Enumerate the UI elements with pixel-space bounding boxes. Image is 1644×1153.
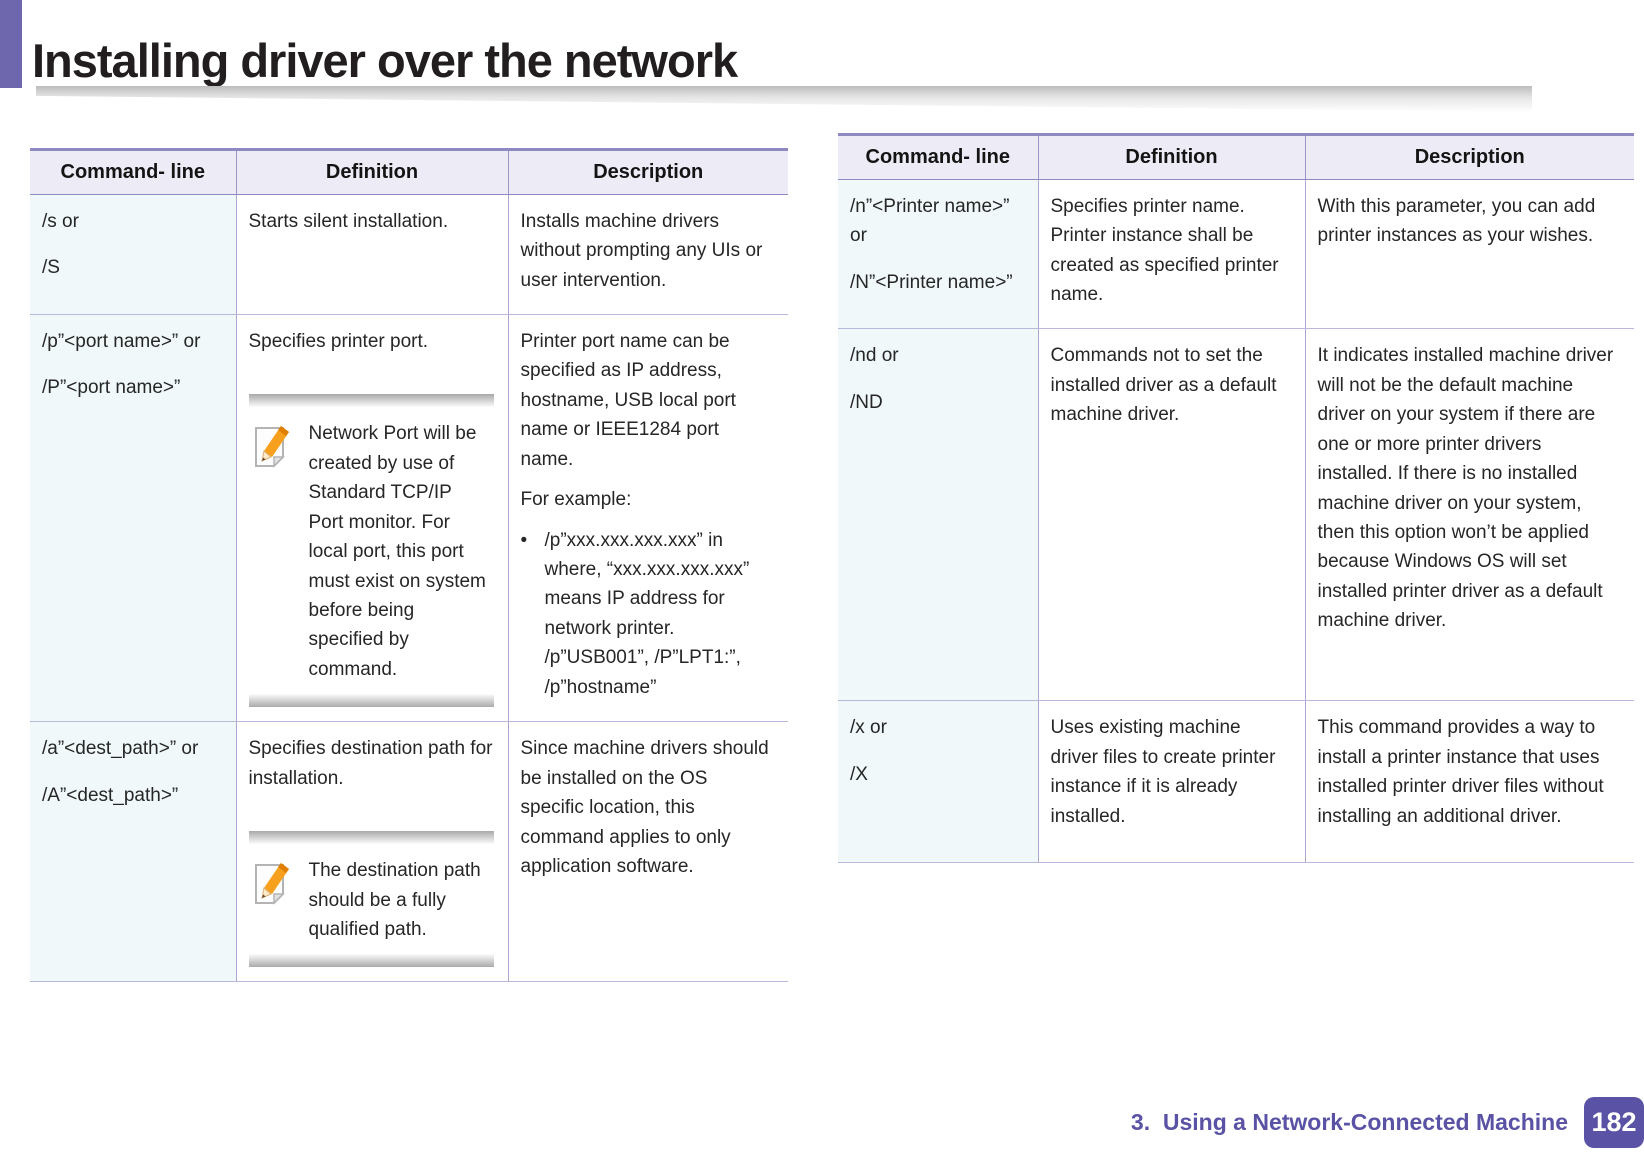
chapter-title: 3. Using a Network-Connected Machine [1130, 1109, 1568, 1135]
note-top-bar [248, 394, 494, 408]
note-icon [251, 856, 297, 944]
command-option: /s or [42, 211, 79, 232]
note-icon [251, 419, 297, 684]
title-underline-stripe [36, 86, 1532, 112]
column-header-definition: Definition [1037, 133, 1305, 180]
table-row: /p”<port name>” or /P”<port name>” Speci… [30, 314, 788, 723]
column-header-definition: Definition [235, 148, 508, 195]
table-row: /n”<Printer name>” or /N”<Printer name>”… [838, 179, 1634, 330]
table-row: /nd or /ND Commands not to set the insta… [838, 328, 1634, 702]
command-option: /p”<port name>” or [42, 330, 201, 352]
column-header-command-line: Command- line [30, 148, 236, 195]
cell-definition: Uses existing machine driver files to cr… [1037, 700, 1305, 864]
note-bottom-bar [248, 954, 494, 968]
cell-definition: Specifies destination path for installat… [235, 721, 508, 983]
command-option: /nd or [850, 345, 899, 367]
bullet-marker: • [520, 529, 528, 551]
table-header-row: Command- line Definition Description [30, 148, 788, 195]
table-row: /s or /S Starts silent installation. Ins… [30, 194, 788, 315]
page-title: Installing driver over the network [32, 34, 738, 88]
description-text: This command provides a way to install a… [1317, 717, 1604, 827]
cell-command: /a”<dest_path>” or /A”<dest_path>” [30, 721, 236, 983]
table-header-row: Command- line Definition Description [838, 133, 1634, 180]
note-box: Network Port will be created by use of S… [248, 394, 494, 708]
description-text: Installs machine drivers without prompti… [520, 211, 763, 291]
column-header-description: Description [507, 148, 788, 195]
description-text: It indicates installed machine driver wi… [1317, 345, 1614, 632]
bullet-text: /p”xxx.xxx.xxx.xxx” in where, “xxx.xxx.x… [544, 529, 750, 698]
command-option: /n”<Printer name>” or [850, 196, 1010, 247]
note-box: The destination path should be a fully q… [248, 831, 494, 968]
cell-definition: Specifies printer port. Net [235, 314, 508, 723]
note-bottom-bar [248, 694, 494, 708]
cell-description: With this parameter, you can add printer… [1304, 179, 1634, 330]
cell-command: /x or /X [838, 700, 1038, 864]
description-bullet-item: • /p”xxx.xxx.xxx.xxx” in where, “xxx.xxx… [521, 526, 775, 703]
table-row: /x or /X Uses existing machine driver fi… [838, 700, 1634, 864]
command-line-table-left: Command- line Definition Description /s … [30, 148, 788, 983]
cell-definition: Commands not to set the installed driver… [1037, 328, 1305, 702]
page-number-badge: 182 [1584, 1097, 1644, 1148]
note-text: Network Port will be created by use of S… [308, 423, 486, 680]
cell-command: /n”<Printer name>” or /N”<Printer name>” [838, 179, 1038, 330]
note-top-bar [248, 831, 494, 845]
cell-command: /s or /S [30, 194, 236, 315]
column-header-description: Description [1304, 133, 1634, 180]
cell-description: Since machine drivers should be installe… [507, 721, 788, 983]
description-text: Printer port name can be specified as IP… [520, 330, 736, 470]
command-option: /A”<dest_path>” [42, 784, 179, 806]
command-option: /a”<dest_path>” or [42, 738, 199, 760]
cell-description: It indicates installed machine driver wi… [1304, 328, 1634, 702]
definition-text: Commands not to set the installed driver… [1050, 345, 1277, 426]
page-footer: 3. Using a Network-Connected Machine 182 [1131, 1097, 1644, 1148]
command-option: /ND [850, 391, 883, 413]
definition-text: Specifies printer port. [248, 330, 429, 352]
command-line-table-right: Command- line Definition Description /n”… [838, 133, 1634, 864]
description-text: Since machine drivers should be installe… [520, 738, 769, 877]
command-option: /P”<port name>” [42, 377, 181, 399]
table-row: /a”<dest_path>” or /A”<dest_path>” Speci… [30, 721, 788, 983]
command-option: /S [42, 257, 60, 279]
cell-command: /p”<port name>” or /P”<port name>” [30, 314, 236, 723]
cell-definition: Specifies printer name. Printer instance… [1037, 179, 1305, 330]
title-accent-bar [0, 0, 22, 88]
command-option: /N”<Printer name>” [850, 271, 1013, 293]
note-text: The destination path should be a fully q… [308, 860, 481, 940]
cell-command: /nd or /ND [838, 328, 1038, 702]
definition-text: Starts silent installation. [248, 211, 449, 232]
description-text: For example: [520, 489, 632, 511]
command-option: /x or [850, 717, 887, 739]
cell-description: Printer port name can be specified as IP… [507, 314, 788, 723]
description-text: With this parameter, you can add printer… [1317, 196, 1596, 247]
cell-description: Installs machine drivers without prompti… [507, 194, 788, 315]
cell-description: This command provides a way to install a… [1304, 700, 1634, 864]
definition-text: Specifies printer name. Printer instance… [1050, 196, 1279, 306]
cell-definition: Starts silent installation. [235, 194, 508, 315]
definition-text: Uses existing machine driver files to cr… [1050, 717, 1276, 827]
definition-text: Specifies destination path for installat… [248, 738, 493, 789]
column-header-command-line: Command- line [838, 133, 1038, 180]
command-option: /X [850, 763, 868, 785]
